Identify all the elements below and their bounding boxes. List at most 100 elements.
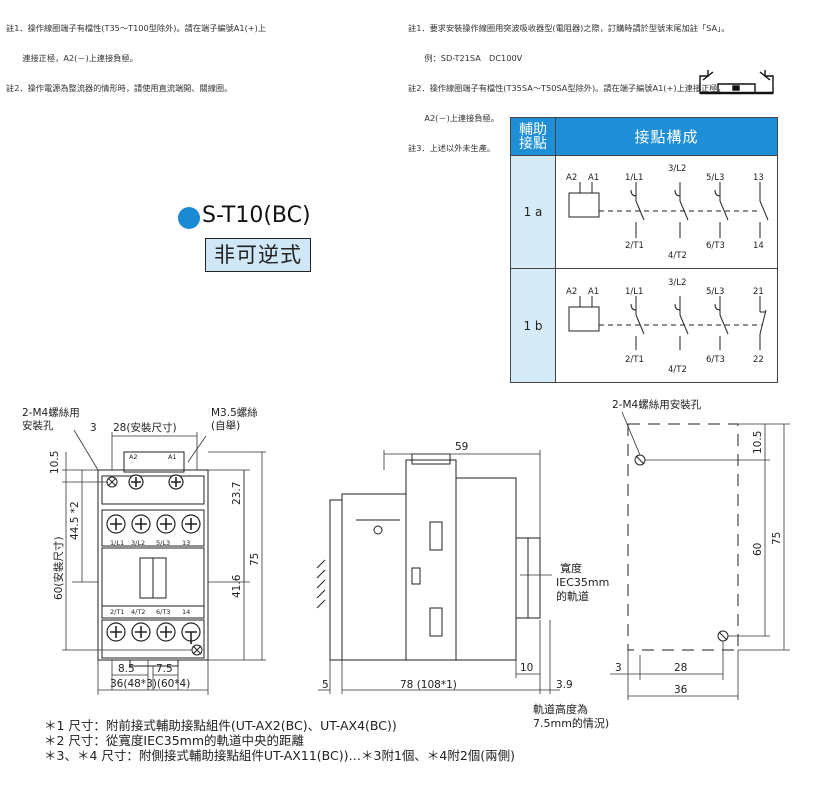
contact-label: 6/T3 [706,355,725,365]
contact-label: A2 [566,287,577,297]
contact-label: A1 [588,173,599,183]
dim-left-44-5: 44.5 *2 [69,501,81,540]
rail-note-line: 7.5mm的情況) [533,716,609,730]
front-view-labels: 2-M4螺絲用安裝孔 3 28(安裝尺寸) M3.5螺絲(自舉) 10.5 44… [22,406,261,690]
contact-diagram-1a [555,155,778,269]
dim-bottom-78: 78 (108*1) [400,679,457,691]
mount-screw-hole-label: 2-M4螺絲用安裝孔 [612,398,702,411]
dim-bottom-3-9: 3.9 [556,679,573,691]
terminal-label: 2/T1 [110,608,124,616]
footnote-1: ＊1 尺寸：附前接式輔助接點組件(UT-AX2(BC)、UT-AX4(BC)) [44,718,397,733]
terminal-label: 3/L2 [131,539,145,547]
din-rail-icon [699,70,774,95]
footnote-2: ＊2 尺寸：從寬度IEC35mm的軌道中央的距離 [44,733,304,748]
notes-right: 註1．要求安裝操作線圈用突波吸收器型(電阻器)之際，訂購時請於型號末尾加註「SA… [408,3,729,163]
note-line: 註2．操作線圈端子有檔性(T35SA～T50SA型除外)。請在端子編號A1(+)… [408,83,726,93]
contact-label: 4/T2 [668,251,687,261]
header-aux-contact: 輔助 接點 [510,117,556,156]
contact-label: 1/L1 [625,173,643,183]
dim-bottom-5: 5 [322,679,329,691]
dim-bottom-8-5: 8.5 [118,663,135,675]
dim-right-10-5: 10.5 [752,431,764,454]
note-line: 連接正極，A2(－)上連接負極。 [6,53,138,63]
terminal-label: 1/L1 [110,539,124,547]
rail-label-line: 的軌道 [556,589,589,603]
rail-note: 軌道高度為 7.5mm的情況) [533,702,609,730]
contact-label: 13 [753,173,764,183]
dim-left-10-5: 10.5 [49,451,61,474]
note-line: 註2．操作電源為整流器的情形時，請使用直流端開、關線圈。 [6,83,233,93]
rail-note-line: 軌道高度為 [533,702,588,716]
contact-label: 3/L2 [668,164,686,174]
terminal-label: 4/T2 [131,608,145,616]
dim-bottom-7-5: 7.5 [156,663,173,675]
row-label-1b: 1 b [510,268,556,383]
dim-right-41-6: 41.6 [231,574,243,598]
note-line: 例：SD-T21SA DC100V [408,53,523,63]
contact-label: 3/L2 [668,278,686,288]
contact-label: 5/L3 [706,173,724,183]
contact-labels-1a: A2 A1 1/L1 3/L2 5/L3 13 2/T1 4/T2 6/T3 1… [566,164,764,261]
model-title: S-T10(BC) [202,203,311,228]
front-view-dimensions [62,429,266,695]
footnote-3: ＊3、＊4 尺寸：附側接式輔助接點組件UT-AX11(BC))…＊3附1個、＊4… [44,748,516,763]
side-view-drawing [316,453,541,661]
terminal-label: 5/L3 [156,539,170,547]
contact-label: 2/T1 [625,355,644,365]
type-badge: 非可逆式 [205,238,311,272]
dim-left-60: 60(安裝尺寸) [52,536,65,600]
rail-label-line: IEC35mm [556,576,609,589]
terminal-screw-label: M3.5螺絲(自舉) [211,406,258,432]
dim-right-75: 75 [249,553,261,566]
contact-label: 22 [753,355,764,365]
dim-right-23-7: 23.7 [231,482,243,505]
contact-label: A2 [566,173,577,183]
front-view-terminal-crosses [110,477,197,644]
side-view-dimensions [318,450,560,694]
terminal-label: 6/T3 [156,608,170,616]
contact-label: 6/T3 [706,241,725,251]
rail-label-line: 寬度 [560,561,582,575]
note-line: A2(－)上連接負極。 [408,113,499,123]
contact-label: A1 [588,287,599,297]
model-bullet-icon [178,207,200,229]
notes-left: 註1．操作線圈端子有檔性(T35～T100型除外)。請在端子編號A1(+)上 連… [6,3,266,103]
contact-schematic-1a [568,182,769,238]
contact-label: 5/L3 [706,287,724,297]
header-aux-label: 輔助 接點 [519,121,547,152]
rail-label: 寬度 IEC35mm 的軌道 [556,561,609,603]
terminal-label: 13 [182,539,190,547]
dim-right-60: 60 [752,543,764,556]
contact-label: 2/T1 [625,241,644,251]
note-line: 註3．上述以外未生產。 [408,143,496,153]
dim-bottom-3-mount: 3 [615,662,622,674]
contact-label: 21 [753,287,764,297]
mount-view-labels: 2-M4螺絲用安裝孔 10.5 60 75 3 28 36 [612,398,783,696]
dim-bottom-36-mount: 36 [674,684,688,696]
header-contact-config: 接點構成 [555,117,778,156]
side-view-labels: 59 5 78 (108*1) 10 3.9 [322,441,573,691]
dim-bottom-10: 10 [520,662,533,674]
dim-bottom-28: 28 [674,662,687,674]
mount-view-dimensions [610,411,790,700]
dim-top-left: 3 [90,422,97,434]
contact-label: 4/T2 [668,365,687,375]
contact-label: 1/L1 [625,287,643,297]
front-view-drawing [97,451,209,667]
contact-schematic-1b [568,296,767,350]
dim-bottom-36: 36(48*3)(60*4) [110,678,190,690]
contact-label: 14 [753,241,764,251]
dim-top-width: 28(安裝尺寸) [113,421,177,434]
terminal-label: A1 [168,453,177,461]
terminal-label: 14 [182,608,190,616]
mount-view-drawing [627,423,739,651]
dim-top-59: 59 [455,441,468,453]
dim-right-75-mount: 75 [771,532,783,545]
note-line: 註1．操作線圈端子有檔性(T35～T100型除外)。請在端子編號A1(+)上 [6,23,267,33]
terminal-label: A2 [129,453,138,461]
row-label-1a: 1 a [510,155,556,269]
contact-labels-1b: A2 A1 1/L1 3/L2 5/L3 21 2/T1 4/T2 6/T3 2… [566,278,764,375]
front-terminal-labels: A2 A1 1/L1 3/L2 5/L3 13 2/T1 4/T2 6/T3 1… [110,453,190,616]
screw-hole-label: 2-M4螺絲用安裝孔 [22,406,80,432]
